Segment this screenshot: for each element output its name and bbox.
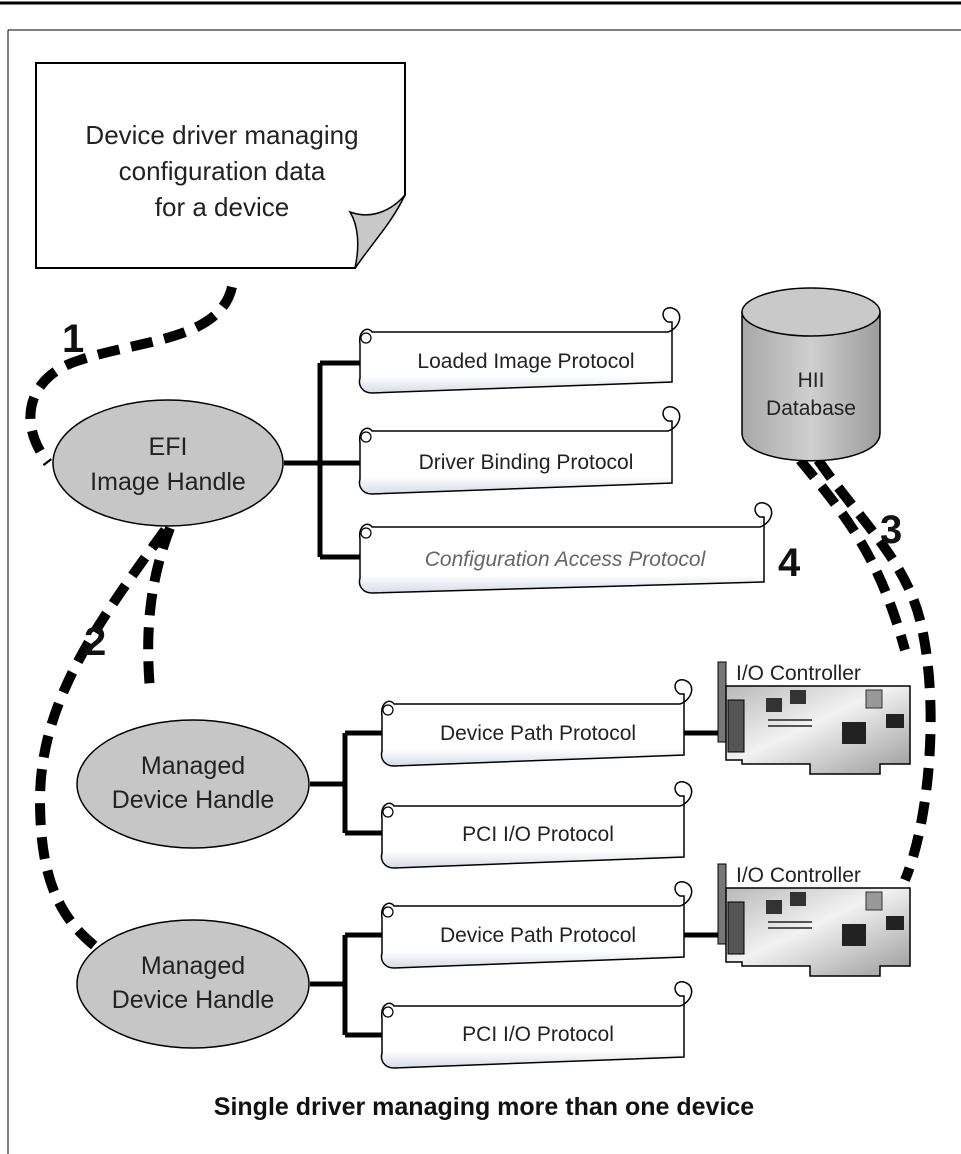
scroll-shape [380, 981, 693, 1069]
scroll-curl [382, 906, 394, 918]
managed-handle-1-bracket [310, 730, 382, 836]
chip [842, 722, 866, 744]
hii-database: HII Database [741, 287, 881, 462]
scroll-device-path-2: Device Path Protocol [380, 881, 693, 969]
chip [886, 916, 904, 930]
controller-label: I/O Controller [736, 662, 861, 685]
image-handle-bracket [284, 360, 360, 560]
io-controller-1: I/O Controller [717, 661, 911, 775]
connector-1 [25, 285, 237, 467]
scroll-config-access: Configuration Access Protocol [358, 502, 773, 594]
protocol-label: PCI I/O Protocol [462, 1023, 614, 1046]
connector-3a [796, 456, 910, 652]
connector-3b [813, 457, 936, 882]
managed-handle-line-1: Managed [141, 952, 245, 980]
image-handle-ellipse [52, 399, 284, 527]
database-body [741, 312, 881, 462]
io-controller-2: I/O Controller [717, 863, 911, 977]
protocol-label: Configuration Access Protocol [425, 548, 707, 571]
protocol-label: Loaded Image Protocol [417, 350, 634, 373]
note-line-3: for a device [155, 192, 289, 222]
step-4-label: 4 [778, 541, 801, 585]
scroll-shape [358, 502, 773, 594]
scroll-shape [358, 406, 681, 495]
protocol-label: Device Path Protocol [440, 924, 636, 947]
scroll-device-path-1: Device Path Protocol [380, 679, 693, 767]
efi-image-handle: EFI Image Handle [52, 399, 284, 527]
scroll-shape [358, 307, 681, 394]
note-line-1: Device driver managing [85, 120, 358, 150]
step-3-label: 3 [880, 508, 902, 552]
managed-handle-line-2: Device Handle [112, 786, 275, 814]
chip [886, 714, 904, 728]
db-connector [727, 901, 745, 955]
scroll-pci-io-1: PCI I/O Protocol [380, 781, 693, 869]
scroll-shape [380, 881, 693, 969]
chip [865, 891, 883, 911]
bracket [717, 661, 727, 743]
chip [865, 689, 883, 709]
protocol-label: PCI I/O Protocol [462, 823, 614, 846]
managed-handle-line-2: Device Handle [112, 986, 275, 1014]
driver-note: Device driver managing configuration dat… [35, 62, 406, 269]
step-1-label: 1 [62, 317, 84, 361]
scroll-curl [382, 704, 394, 716]
db-connector [727, 699, 745, 753]
scroll-shape [380, 679, 693, 767]
chip [790, 690, 806, 704]
protocol-label: Driver Binding Protocol [419, 451, 634, 474]
managed-device-handle-1: Managed Device Handle [76, 719, 310, 849]
note-line-2: configuration data [119, 156, 326, 186]
scroll-curl [360, 332, 372, 344]
image-handle-line-1: EFI [149, 433, 188, 461]
dashed-connectors [25, 285, 936, 954]
chip [842, 924, 866, 946]
chip [790, 892, 806, 906]
protocol-label: Device Path Protocol [440, 722, 636, 745]
image-handle-line-2: Image Handle [90, 468, 246, 496]
scroll-curl [382, 1006, 394, 1018]
note-curl [348, 194, 406, 269]
diagram-caption: Single driver managing more than one dev… [214, 1093, 755, 1121]
connector-2b [34, 527, 170, 954]
step-2-label: 2 [84, 620, 106, 664]
chip [766, 698, 782, 712]
database-top [741, 287, 881, 337]
bracket [717, 863, 727, 945]
scroll-curl [360, 527, 372, 539]
chip [766, 900, 782, 914]
connector-2a [143, 526, 175, 691]
database-line-2: Database [766, 397, 856, 420]
scroll-pci-io-2: PCI I/O Protocol [380, 981, 693, 1069]
database-line-1: HII [798, 369, 825, 392]
controller-label: I/O Controller [736, 864, 861, 887]
scroll-loaded-image: Loaded Image Protocol [358, 307, 681, 394]
managed-device-handle-2: Managed Device Handle [76, 919, 310, 1049]
protocol-connectors [284, 360, 720, 1038]
managed-handle-2-bracket [310, 932, 382, 1038]
scroll-curl [360, 431, 372, 443]
scroll-shape [380, 781, 693, 869]
managed-handle-line-1: Managed [141, 752, 245, 780]
managed-handle-ellipse [76, 719, 310, 849]
scroll-curl [382, 806, 394, 818]
scroll-driver-binding: Driver Binding Protocol [358, 406, 681, 495]
managed-handle-ellipse [76, 919, 310, 1049]
